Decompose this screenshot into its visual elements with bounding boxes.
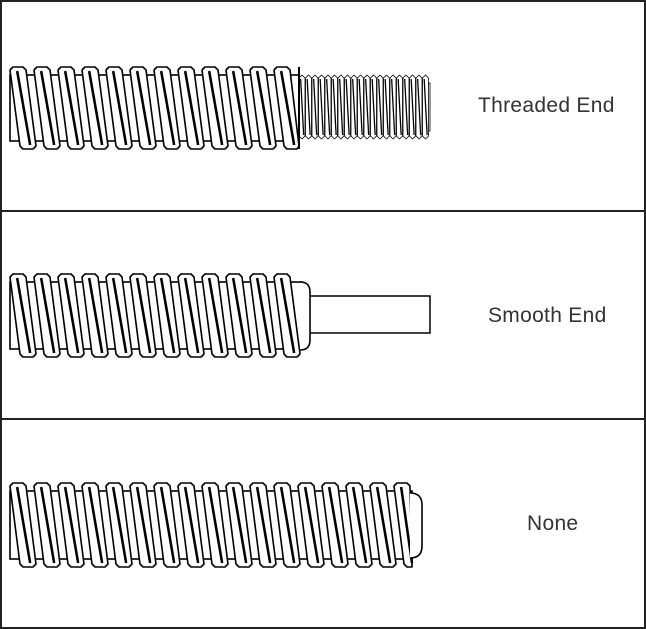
- lead-screw-thread-shadow: [183, 277, 200, 354]
- lead-screw-thread-shadow: [159, 486, 176, 564]
- threaded-end-thread-shadow: [378, 78, 383, 136]
- lead-screw-thread-shadow: [39, 70, 56, 146]
- threaded-end-thread-shadow: [358, 78, 363, 136]
- lead-screw-thread-shadow: [279, 70, 296, 146]
- lead-screw-thread-shadow: [183, 486, 200, 564]
- lead-screw-thread-shadow: [207, 277, 224, 354]
- threaded-end-thread-shadow: [345, 78, 350, 136]
- screw-end-cap: [409, 492, 423, 559]
- lead-screw-thread-shadow: [63, 70, 80, 146]
- lead-screw-thread-shadow: [327, 486, 344, 564]
- screw-end-cap: [299, 281, 311, 351]
- option-label: Threaded End: [478, 94, 615, 117]
- threaded-end-thread-shadow: [352, 78, 357, 136]
- lead-screw-thread-shadow: [183, 70, 200, 146]
- lead-screw-thread-shadow: [111, 70, 128, 146]
- threaded-end-screw-illustration: [9, 66, 431, 150]
- threaded-end-thread-shadow: [306, 78, 311, 136]
- lead-screw-thread-shadow: [63, 277, 80, 354]
- lead-screw-thread-shadow: [135, 486, 152, 564]
- lead-screw-thread-shadow: [303, 486, 320, 564]
- threaded-end-thread-shadow: [365, 78, 370, 136]
- lead-screw-thread: [393, 482, 413, 568]
- option-label: None: [527, 512, 579, 535]
- threaded-end-thread-shadow: [384, 78, 389, 136]
- threaded-end-thread-shadow: [423, 78, 428, 136]
- threaded-end-thread-shadow: [319, 78, 324, 136]
- threaded-end-thread-shadow: [417, 78, 422, 136]
- threaded-end-thread-shadow: [300, 78, 305, 136]
- lead-screw-thread-shadow: [255, 277, 272, 354]
- lead-screw-thread-shadow: [111, 486, 128, 564]
- lead-screw-thread-shadow: [63, 486, 80, 564]
- lead-screw-thread-shadow: [159, 277, 176, 354]
- lead-screw-thread-shadow: [255, 70, 272, 146]
- lead-screw-thread-shadow: [15, 70, 32, 146]
- lead-screw-thread-shadow: [159, 70, 176, 146]
- lead-screw-thread-shadow: [375, 486, 392, 564]
- lead-screw-thread-shadow: [15, 486, 32, 564]
- lead-screw-thread-shadow: [207, 70, 224, 146]
- lead-screw-thread-shadow: [135, 277, 152, 354]
- lead-screw-thread-shadow: [231, 486, 248, 564]
- threaded-end-thread-shadow: [313, 78, 318, 136]
- threaded-end-thread-shadow: [326, 78, 331, 136]
- lead-screw-thread-shadow: [231, 70, 248, 146]
- smooth-end-shaft: [304, 295, 431, 334]
- lead-screw-thread-shadow: [87, 486, 104, 564]
- lead-screw-thread-shadow: [279, 486, 296, 564]
- lead-screw-thread-shadow: [279, 277, 296, 354]
- lead-screw-thread-shadow: [351, 486, 368, 564]
- lead-screw-thread-shadow: [231, 277, 248, 354]
- plain-screw-illustration: [9, 482, 423, 568]
- lead-screw-thread-shadow: [255, 486, 272, 564]
- option-row-threaded-end: Threaded End: [2, 2, 644, 212]
- option-row-smooth-end: Smooth End: [2, 212, 644, 420]
- lead-screw-thread-shadow: [135, 70, 152, 146]
- lead-screw-thread-shadow: [87, 70, 104, 146]
- threaded-end-thread-shadow: [391, 78, 396, 136]
- option-row-none: None: [2, 420, 644, 627]
- threaded-end-thread-shadow: [371, 78, 376, 136]
- option-label: Smooth End: [488, 304, 607, 327]
- threaded-end-thread-shadow: [397, 78, 402, 136]
- lead-screw-thread-shadow: [87, 277, 104, 354]
- lead-screw-thread-shadow: [207, 486, 224, 564]
- threaded-end-thread-shadow: [404, 78, 409, 136]
- smooth-end-screw-illustration: [9, 273, 431, 358]
- threaded-end-thread-shadow: [332, 78, 337, 136]
- lead-screw-thread-shadow: [15, 277, 32, 354]
- lead-screw-thread-shadow: [39, 486, 56, 564]
- lead-screw-thread-shadow: [111, 277, 128, 354]
- threaded-end-thread-shadow: [339, 78, 344, 136]
- threaded-end-thread-shadow: [410, 78, 415, 136]
- lead-screw-thread-shadow: [39, 277, 56, 354]
